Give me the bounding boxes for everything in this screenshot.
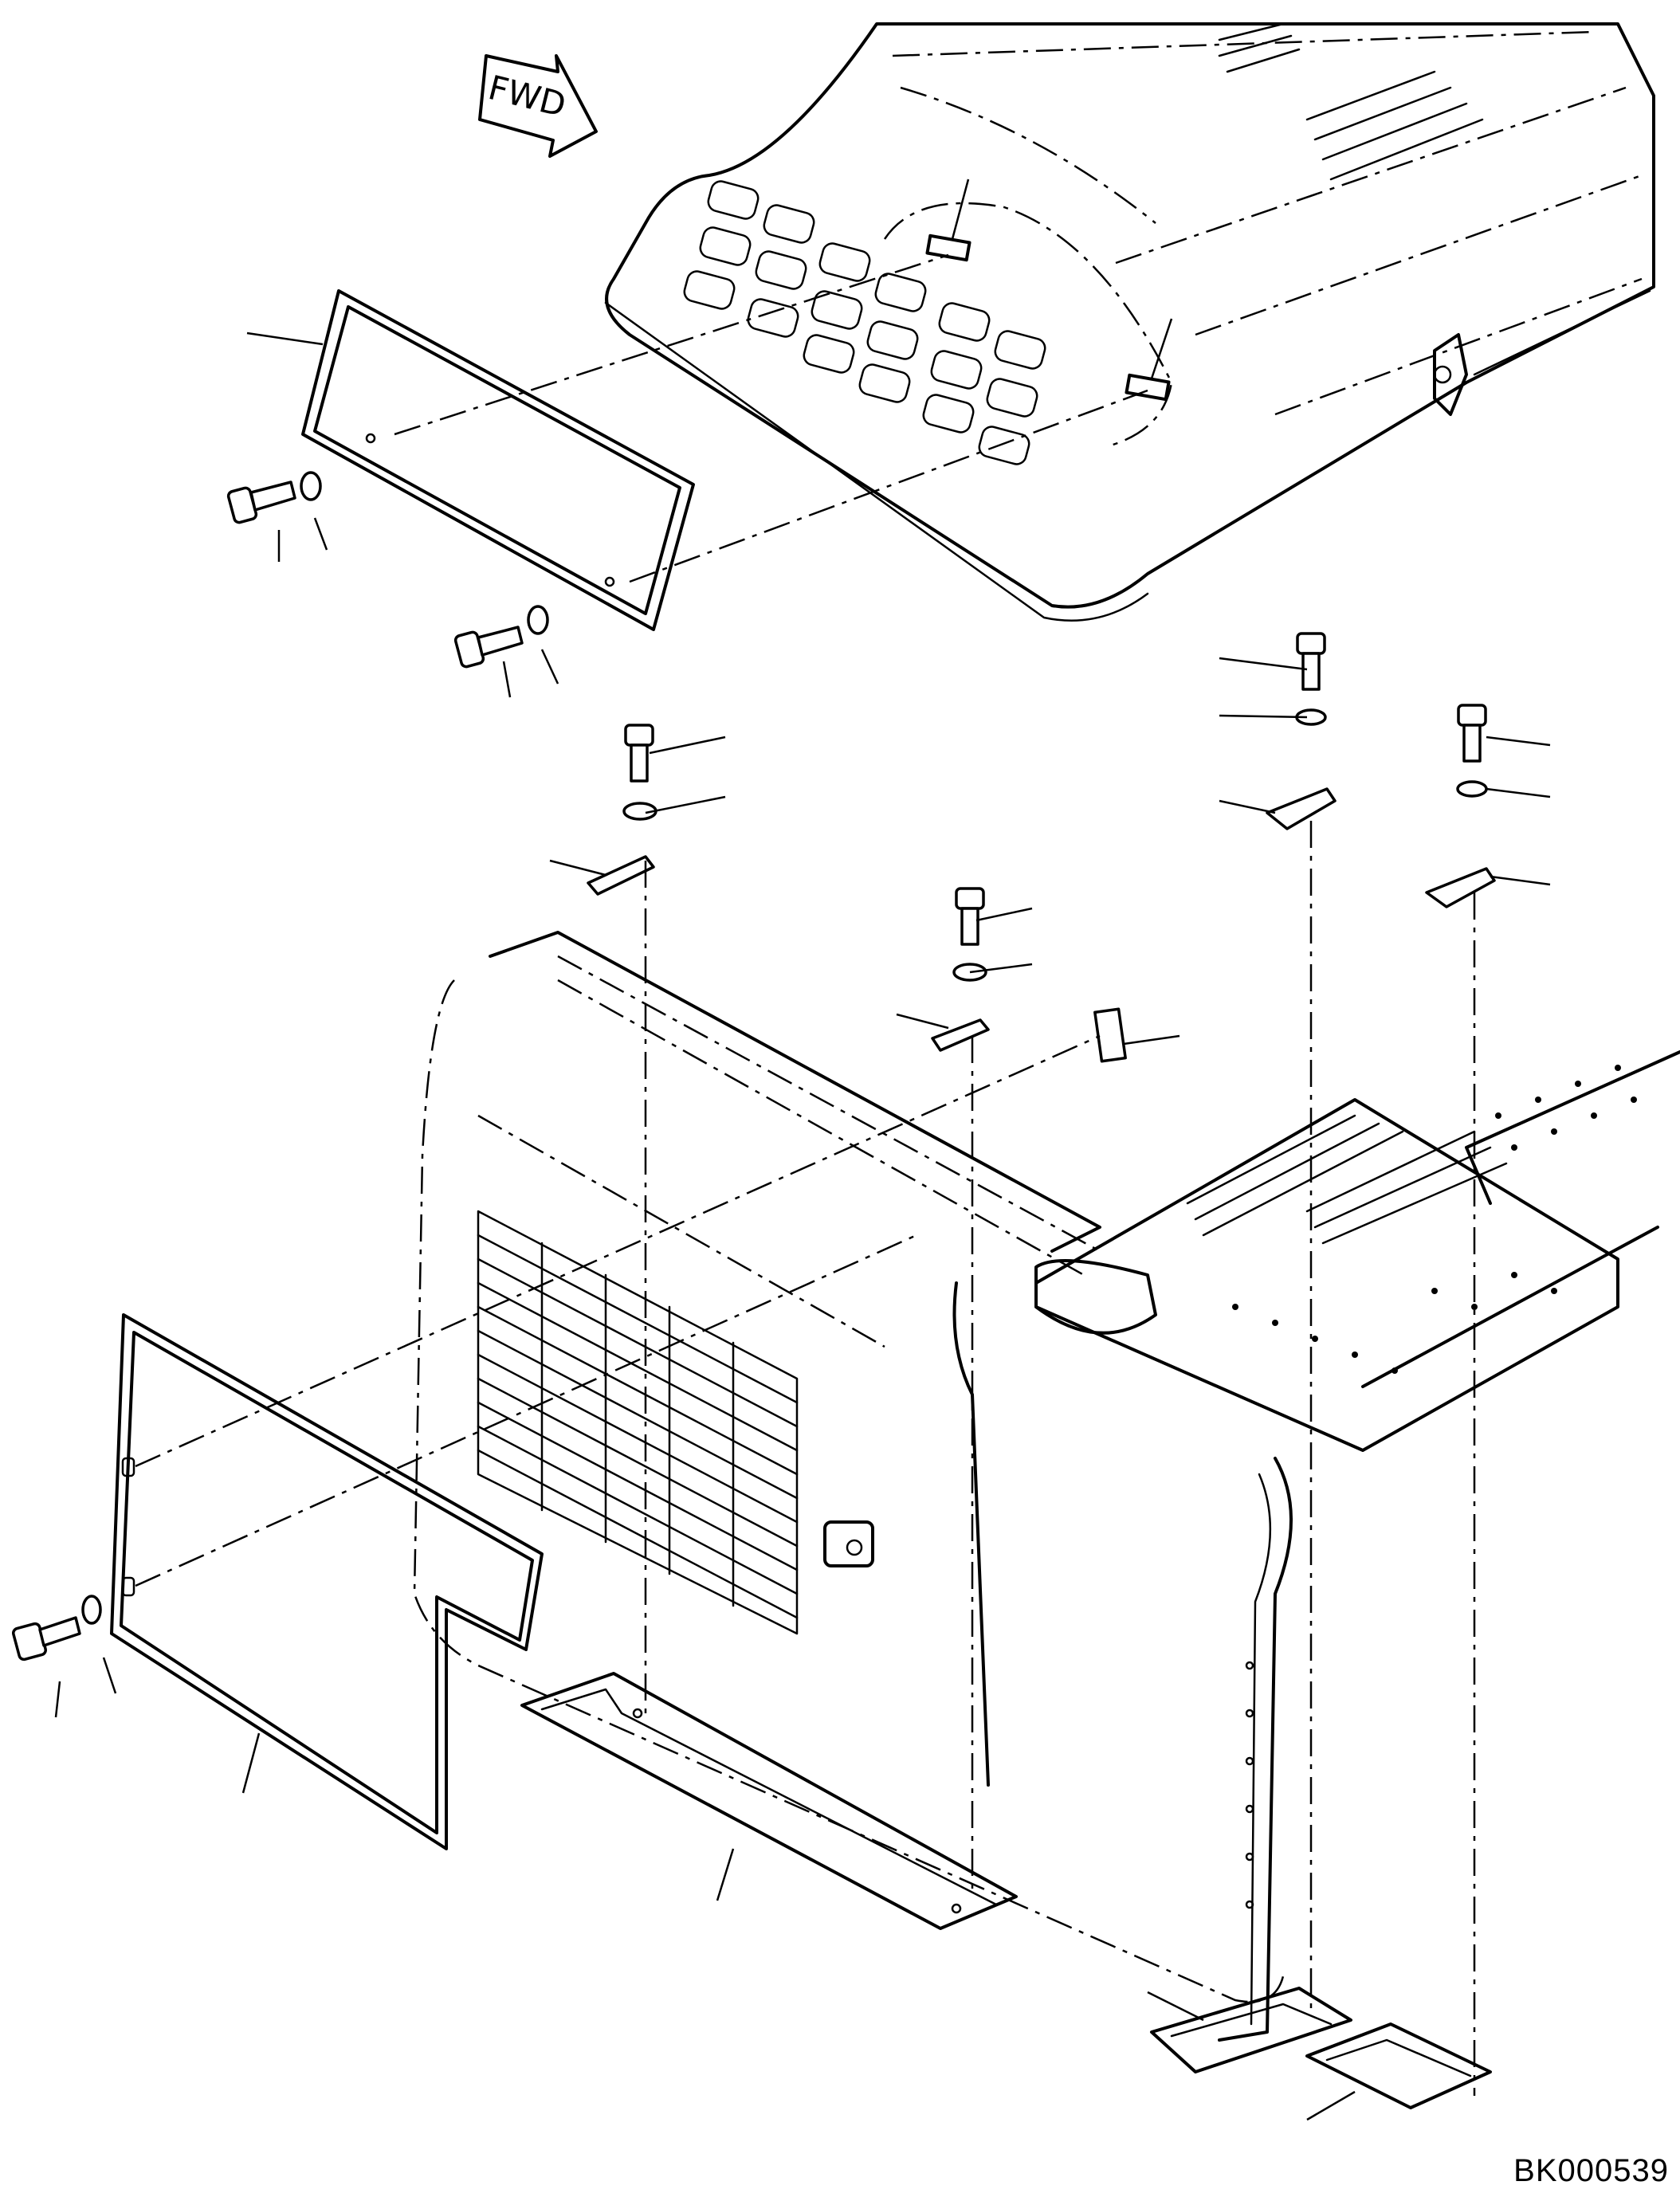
bracket-bolt-2 [955,887,985,946]
side-screen-panel [110,1313,544,1850]
callout-leaders [54,179,1551,2121]
upper-washer-right [527,605,549,635]
bracket-plate-4 [1425,867,1496,908]
forward-direction-label: FWD [485,68,570,124]
bracket-plate-1 [587,855,655,896]
upper-bolt-right [453,626,524,669]
bottom-bracket-2 [1305,2022,1492,2109]
upper-bolt-left [226,481,296,524]
small-plate [1093,1007,1127,1063]
bracket-bolt-3 [1296,632,1326,691]
lower-washer [81,1595,102,1625]
bracket-bolt-4 [1457,704,1487,763]
drawing-id-label: BK000539 [1513,2153,1669,2188]
floor-plate [1034,1050,1680,1452]
bottom-bracket-1 [1150,1987,1352,2073]
upper-screen-panel [301,289,695,631]
lower-bolt [12,1616,81,1661]
bottom-trim-strip [520,1672,1018,1930]
forward-direction-arrow: FWD [478,54,598,158]
upper-washer-left [300,471,322,501]
alignment-lines [135,253,1476,2096]
bracket-washer-4 [1456,780,1488,798]
bracket-plate-2 [931,1018,990,1052]
side-housing [413,931,1293,2042]
engine-hood [604,22,1655,622]
bracket-plate-3 [1266,787,1337,830]
bracket-bolt-1 [624,724,654,783]
